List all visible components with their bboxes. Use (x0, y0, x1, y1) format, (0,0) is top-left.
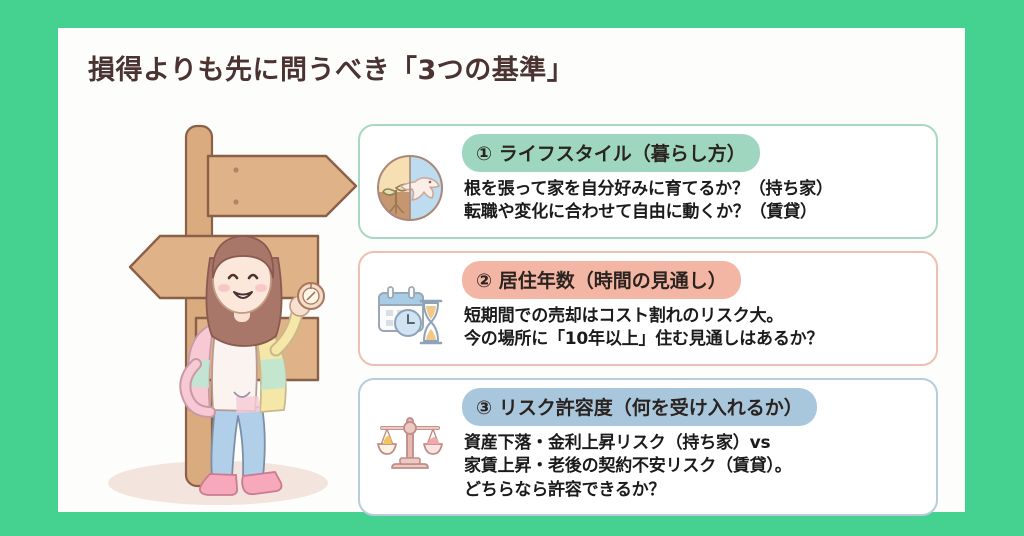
balance-scales-icon (374, 406, 446, 478)
card-residence-years[interactable]: ② 居住年数（時間の見通し） 短期間での売却はコスト割れのリスク大。 今の場所に… (358, 250, 938, 366)
card-body-lifestyle: 根を張って家を自分好みに育てるか？（持ち家） 転職や変化に合わせて自由に動くか？… (464, 178, 924, 225)
content-panel: 損得よりも先に問うべき「3つの基準」 (58, 28, 965, 517)
card-body-risk-tolerance: 資産下落・金利上昇リスク（持ち家）vs 家賃上昇・老後の契約不安リスク（賃貸）。… (464, 432, 924, 502)
signpost-and-woman-illustration (68, 108, 368, 508)
card-body-line: 短期間での売却はコスト割れのリスク大。 (464, 305, 784, 326)
card-body-line: 資産下落・金利上昇リスク（持ち家）vs (464, 432, 771, 453)
card-body-line: どちらなら許容できるか？ (464, 479, 666, 500)
card-lifestyle[interactable]: ① ライフスタイル（暮らし方） 根を張って家を自分好みに育てるか？（持ち家） 転… (358, 124, 938, 239)
card-heading-risk-tolerance: ③ リスク許容度（何を受け入れるか） (462, 387, 817, 426)
card-heading-residence-years: ② 居住年数（時間の見通し） (462, 260, 741, 299)
card-body-line: 今の場所に「10年以上」住む見通しはあるか？ (464, 329, 824, 350)
card-body-line: 根を張って家を自分好みに育てるか？（持ち家） (464, 179, 833, 199)
page-title: 損得よりも先に問うべき「3つの基準」 (88, 55, 575, 86)
card-body-residence-years: 短期間での売却はコスト割れのリスク大。 今の場所に「10年以上」住む見通しはある… (464, 305, 924, 352)
card-risk-tolerance[interactable]: ③ リスク許容度（何を受け入れるか） 資産下落・金利上昇リスク（持ち家）vs 家… (358, 377, 938, 517)
plant-and-dove-circle-icon (374, 152, 446, 224)
card-body-line: 転職や変化に合わせて自由に動くか？（賃貸） (464, 202, 817, 223)
calendar-clock-hourglass-icon (374, 279, 446, 351)
criteria-card-list: ① ライフスタイル（暮らし方） 根を張って家を自分好みに育てるか？（持ち家） 転… (358, 124, 938, 528)
card-body-line: 家賃上昇・老後の契約不安リスク（賃貸）。 (464, 456, 792, 477)
card-heading-lifestyle: ① ライフスタイル（暮らし方） (462, 134, 760, 172)
